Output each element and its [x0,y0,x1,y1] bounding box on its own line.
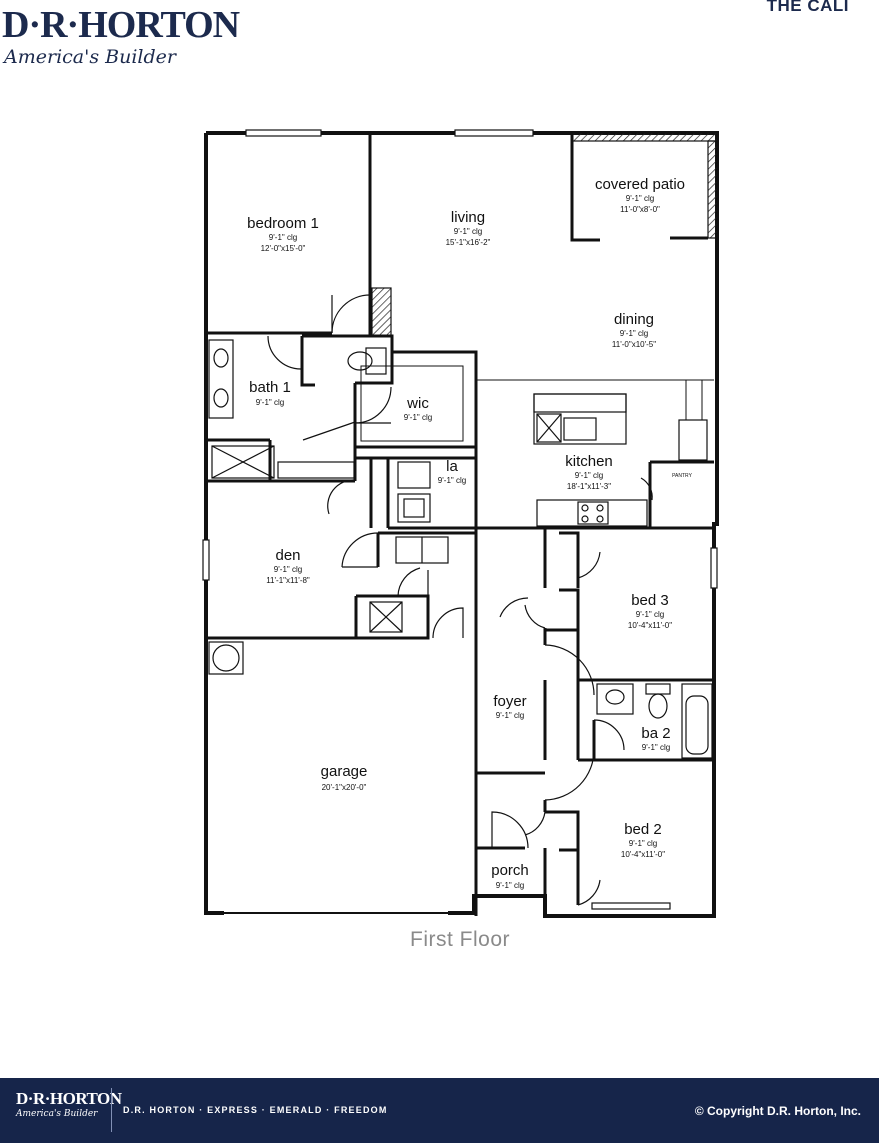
room-clg-ba2: 9'-1" clg [642,743,670,752]
thin-lines [360,365,714,774]
room-clg-foyer: 9'-1" clg [496,711,524,720]
room-name-foyer: foyer [493,693,526,710]
patio-hatch-top [571,132,718,142]
room-size-bed2: 10'-4"x11'-0" [621,850,665,859]
room-clg-living: 9'-1" clg [454,227,482,236]
floor-label: First Floor [410,928,510,951]
plan-name: THE CALI [766,0,849,15]
room-clg-covered-patio: 9'-1" clg [626,194,654,203]
room-clg-wic: 9'-1" clg [404,413,432,422]
room-clg-la: 9'-1" clg [438,476,466,485]
room-name-kitchen: kitchen [565,453,613,470]
room-size-dining: 11'-0"x10'-5" [612,340,656,349]
room-clg-porch: 9'-1" clg [496,881,524,890]
room-name-porch: porch [491,862,529,879]
room-clg-kitchen: 9'-1" clg [575,471,603,480]
room-name-bed3: bed 3 [631,592,669,609]
room-name-la: la [446,458,458,475]
room-clg-den: 9'-1" clg [274,565,302,574]
room-name-dining: dining [614,311,654,328]
footer-logo-tagline: America's Builder [16,1109,98,1119]
room-clg-dining: 9'-1" clg [620,329,648,338]
room-name-bath1: bath 1 [249,379,291,396]
room-name-ba2: ba 2 [641,725,670,742]
footer-brands: D.R. HORTON · EXPRESS · EMERALD · FREEDO… [123,1105,388,1115]
room-labels: bedroom 1 9'-1" clg 12'-0"x15'-0" living… [247,176,692,890]
room-name-pantry: PANTRY [672,473,692,479]
room-size-covered-patio: 11'-0"x8'-0" [620,205,660,214]
room-name-wic: wic [406,395,429,412]
room-name-bed2: bed 2 [624,821,662,838]
doors [267,294,653,906]
logo-tagline: America's Builder [4,46,176,68]
room-name-bedroom1: bedroom 1 [247,215,319,232]
room-name-garage: garage [321,763,368,780]
room-clg-bed3: 9'-1" clg [636,610,664,619]
room-name-den: den [275,547,300,564]
room-size-bed3: 10'-4"x11'-0" [628,621,672,630]
logo-brand: D·R·HORTON [2,4,240,46]
footer-logo: D·R·HORTON America's Builder [16,1089,122,1120]
room-clg-bath1: 9'-1" clg [256,398,284,407]
room-size-bedroom1: 12'-0"x15'-0" [261,244,306,253]
room-size-den: 11'-1"x11'-8" [266,576,310,585]
footer: D·R·HORTON America's Builder D.R. HORTON… [0,1078,879,1143]
fixtures [208,339,713,759]
wall-hatch [371,287,392,337]
room-name-living: living [451,209,485,226]
room-clg-bed2: 9'-1" clg [629,839,657,848]
room-clg-bedroom1: 9'-1" clg [269,233,297,242]
room-size-living: 15'-1"x16'-2" [446,238,491,247]
footer-divider [111,1088,112,1132]
footer-copyright: © Copyright D.R. Horton, Inc. [694,1104,861,1118]
room-size-garage: 20'-1"x20'-0" [322,783,367,792]
room-name-covered-patio: covered patio [595,176,685,193]
patio-hatch-side [707,140,718,239]
footer-logo-brand: D·R·HORTON [16,1089,122,1108]
drhorton-logo: D·R·HORTON America's Builder [2,4,240,72]
room-size-kitchen: 18'-1"x11'-3" [567,482,611,491]
windows [202,129,718,910]
